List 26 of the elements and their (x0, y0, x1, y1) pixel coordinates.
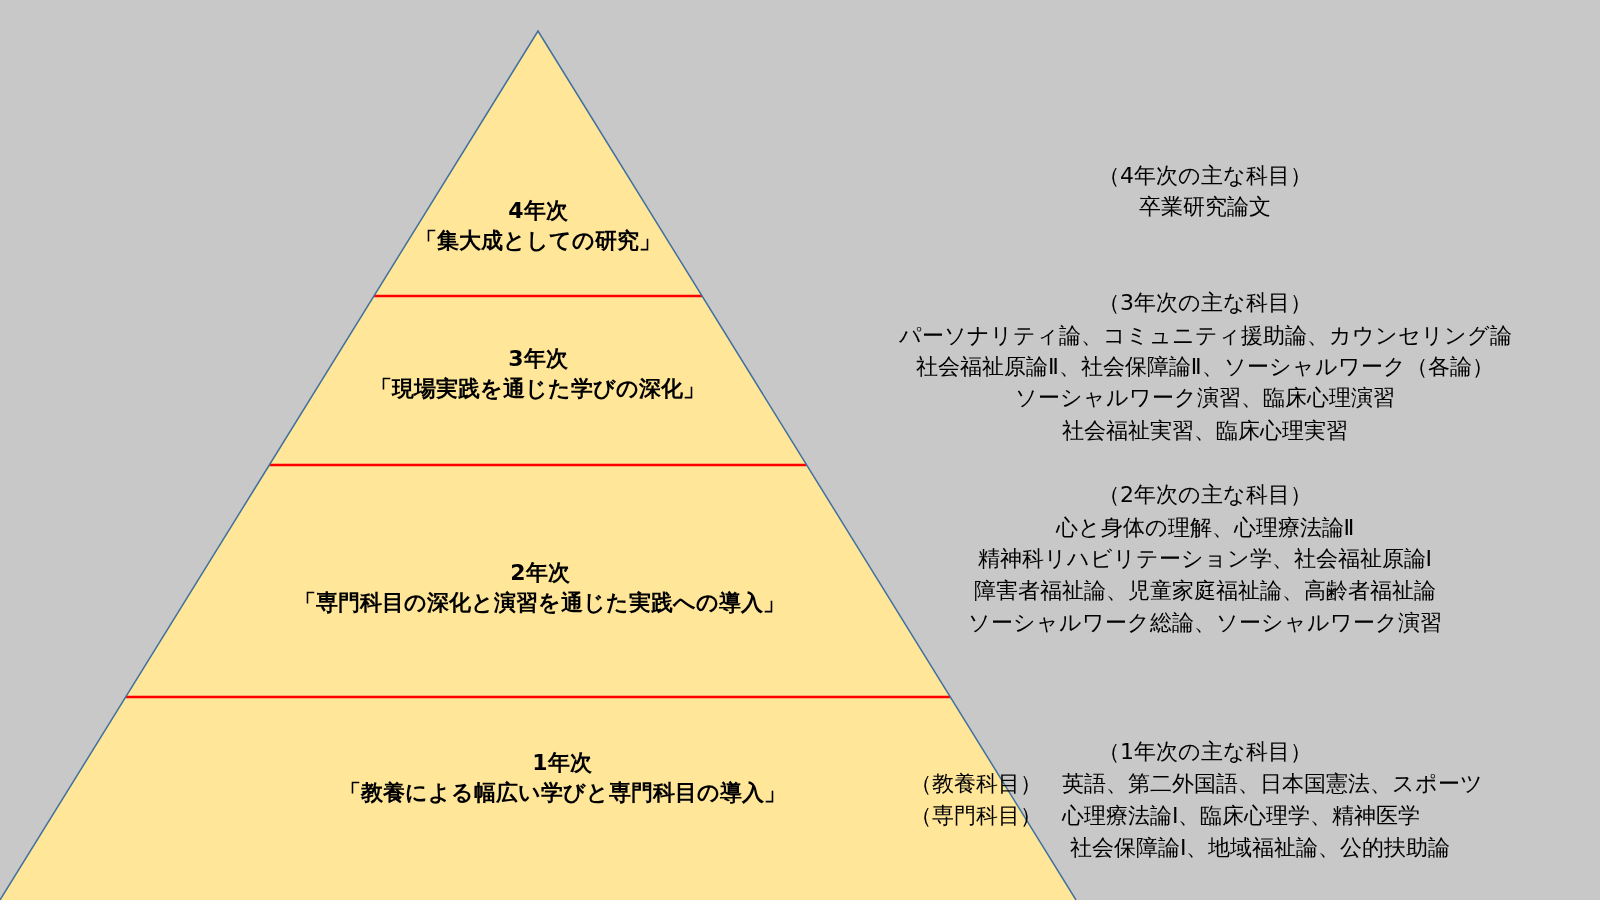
subject-heading: （2年次の主な科目） (1098, 481, 1312, 509)
subject-list: 障害者福祉論、児童家庭福祉論、高齢者福祉論 (974, 577, 1436, 605)
subject-heading: （1年次の主な科目） (1098, 738, 1312, 766)
subject-list: 英語、第二外国語、日本国憲法、スポーツ (1062, 770, 1483, 798)
subject-list: 社会福祉原論Ⅱ、社会保障論Ⅱ、ソーシャルワーク（各論） (916, 353, 1494, 381)
subject-list: 心理療法論Ⅰ、臨床心理学、精神医学 (1062, 802, 1421, 830)
tier-heading: 4年次 (508, 197, 568, 225)
tier-title: 「専門科目の深化と演習を通じた実践への導入」 (294, 589, 786, 617)
subject-list: ソーシャルワーク総論、ソーシャルワーク演習 (968, 609, 1442, 637)
subject-list: 社会保障論Ⅰ、地域福祉論、公的扶助論 (1070, 834, 1451, 862)
subject-heading: （4年次の主な科目） (1098, 162, 1312, 190)
tier-heading: 1年次 (532, 749, 592, 777)
subject-list: 心と身体の理解、心理療法論Ⅱ (1055, 514, 1355, 542)
tier-title: 「現場実践を通じた学びの深化」 (370, 375, 706, 403)
subject-list: パーソナリティ論、コミュニティ援助論、カウンセリング論 (898, 322, 1512, 350)
tier-title: 「集大成としての研究」 (415, 227, 661, 255)
subject-list: ソーシャルワーク演習、臨床心理演習 (1015, 384, 1395, 412)
subject-list: 精神科リハビリテーション学、社会福祉原論Ⅰ (977, 545, 1432, 573)
subject-list: 卒業研究論文 (1139, 193, 1271, 221)
pyramid-tier (373, 31, 703, 296)
tier-heading: 2年次 (510, 559, 570, 587)
subject-list: 社会福祉実習、臨床心理実習 (1062, 417, 1348, 445)
category-label: （専門科目） (910, 802, 1042, 830)
tier-heading: 3年次 (508, 345, 568, 373)
subject-heading: （3年次の主な科目） (1098, 289, 1312, 317)
tier-title: 「教養による幅広い学びと専門科目の導入」 (338, 779, 786, 807)
